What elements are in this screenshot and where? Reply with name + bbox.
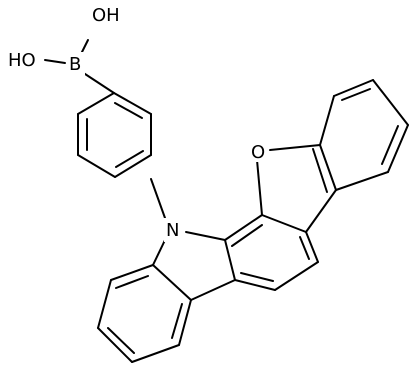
bond-cb-inner-c — [240, 272, 274, 282]
bond-b-oh-left — [44, 59, 66, 64]
bond-o-c1 — [256, 159, 263, 216]
bond-cb-4 — [274, 261, 319, 291]
bond-b-phenyl — [81, 71, 115, 94]
bond-n-c1 — [185, 231, 226, 241]
bond-c1-c2 — [224, 239, 236, 281]
bond-rb-4 — [387, 124, 409, 173]
bond-cb-1 — [224, 214, 263, 241]
label-bg-ho — [6, 48, 44, 72]
bond-ph-6 — [113, 92, 152, 115]
bond-lb-inner-c — [171, 303, 183, 339]
atom-label-ho: HO — [8, 50, 36, 71]
bond-lb-2 — [97, 279, 112, 329]
bond-rb-inner-b — [381, 125, 399, 165]
atom-labels: OH HO B O N — [6, 2, 268, 242]
label-bg-n — [164, 218, 184, 242]
bond-c4-n — [152, 237, 167, 266]
bond-f-c3 — [319, 144, 337, 191]
atom-label-oh: OH — [92, 5, 120, 26]
bond-rb-1 — [319, 95, 335, 146]
bond-rb-3 — [372, 79, 409, 126]
bond-ph-4 — [114, 154, 152, 178]
bond-cb-inner-b — [299, 236, 310, 260]
bond-lb-1 — [110, 264, 154, 281]
bond-rb-inner-a — [341, 88, 371, 101]
label-bg-b — [67, 52, 85, 76]
bond-c3-c4 — [152, 264, 192, 301]
bond-ph-1 — [77, 92, 115, 115]
label-bg-oh — [90, 2, 126, 26]
bond-lb-inner-a — [115, 275, 149, 289]
bond-ph-n — [150, 178, 166, 219]
bond-lb-4 — [131, 344, 180, 363]
bond-f-o — [269, 144, 321, 151]
bond-cb-5 — [234, 279, 276, 291]
bond-f-c2 — [305, 189, 337, 233]
bond-lines — [44, 39, 409, 363]
label-bg-o — [250, 140, 268, 162]
bond-cb-inner-a — [231, 224, 263, 247]
bond-f-inner — [312, 148, 328, 193]
bond-lb-inner-b — [107, 327, 135, 354]
atom-label-oxygen: O — [251, 142, 265, 163]
bond-b-oh-top — [80, 39, 89, 55]
bond-ph-3 — [77, 154, 116, 178]
bond-cb-3 — [305, 231, 319, 263]
bond-rb-5 — [335, 171, 389, 191]
bond-cb-2 — [261, 214, 307, 233]
bond-c2-c3 — [190, 279, 236, 301]
atom-label-boron: B — [69, 54, 81, 75]
bond-ph-inner-c — [114, 102, 143, 119]
bond-lb-3 — [97, 327, 133, 363]
bond-rb-2 — [333, 79, 374, 97]
atom-label-nitrogen: N — [166, 220, 179, 241]
bond-ph-inner-b — [115, 150, 144, 168]
bond-lb-5 — [178, 299, 192, 346]
